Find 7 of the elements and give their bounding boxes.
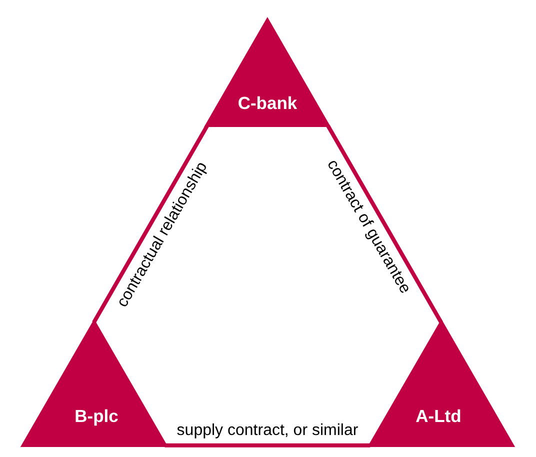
node-label: B-plc (74, 406, 118, 426)
connector-line (92, 125, 208, 323)
edge-label: supply contract, or similar (176, 422, 358, 441)
connector-line (164, 443, 370, 448)
node-label: C-bank (238, 92, 298, 113)
connector-line (326, 125, 442, 323)
node-label: A-Ltd (416, 406, 462, 426)
